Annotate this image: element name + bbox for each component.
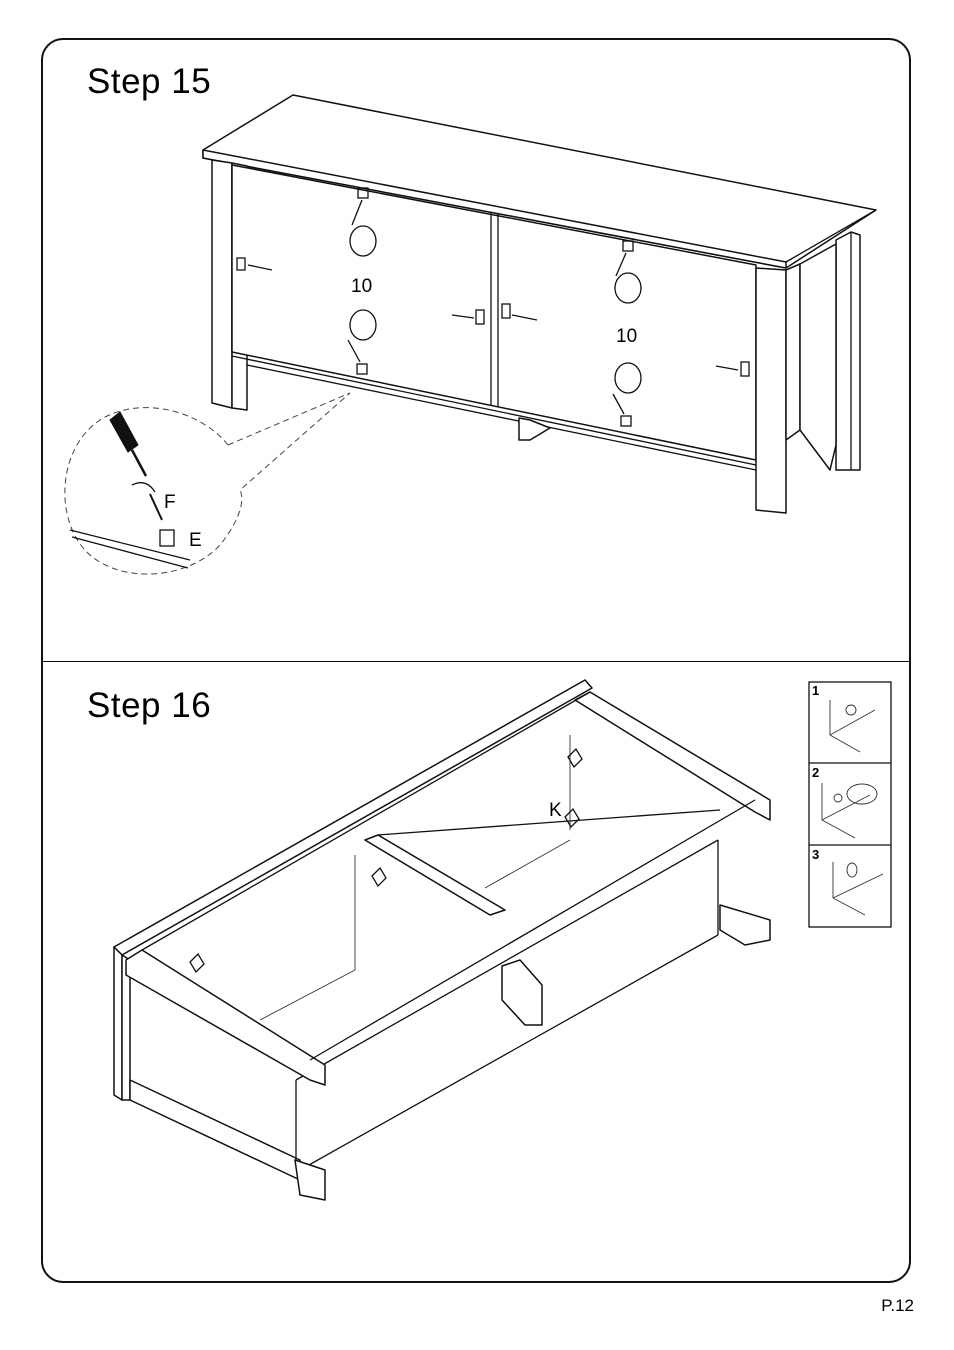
inset-step-2: 2 [812, 765, 819, 780]
inset-step-1: 1 [812, 683, 819, 698]
inset-step-3: 3 [812, 847, 819, 862]
page-number: P.12 [881, 1296, 914, 1316]
